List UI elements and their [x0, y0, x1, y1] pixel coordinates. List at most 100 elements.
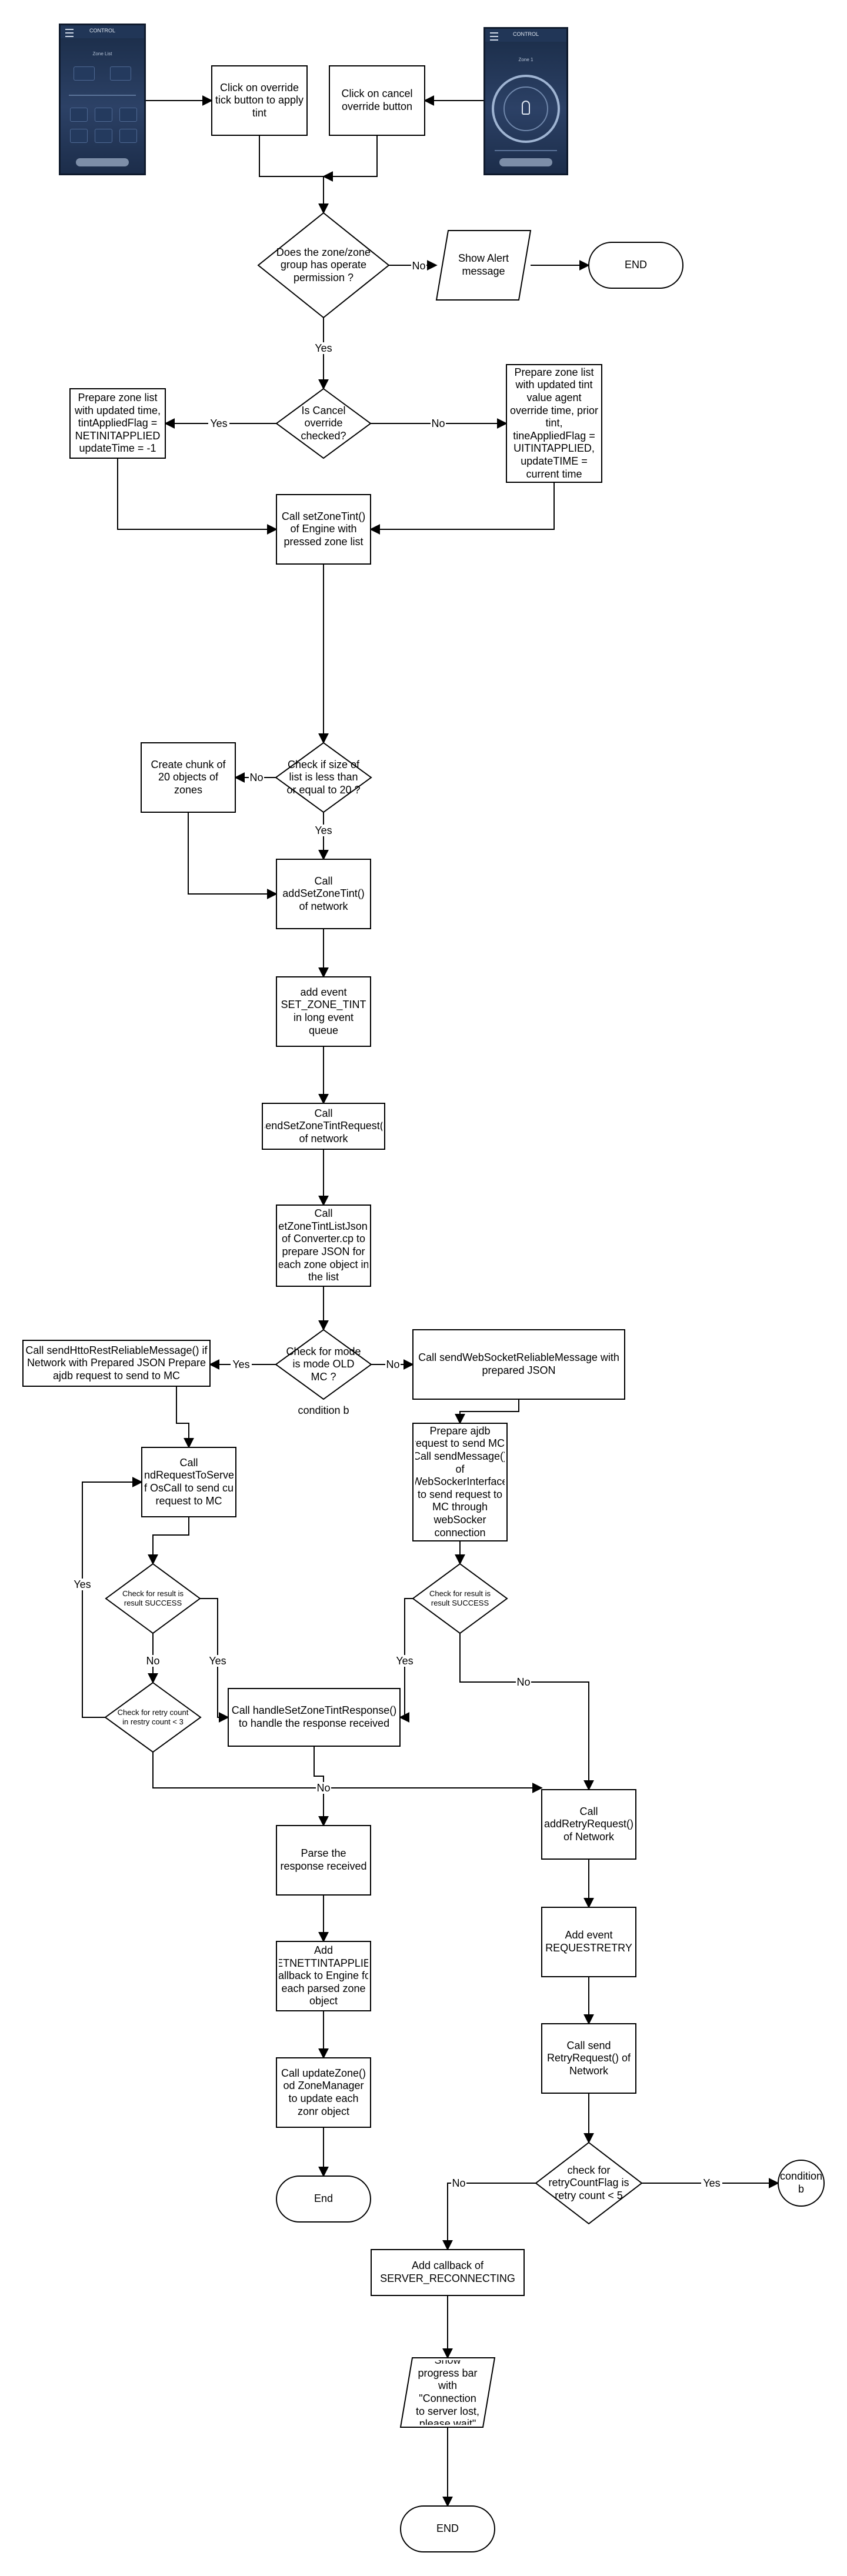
zone-tile — [95, 108, 112, 122]
edge-label-no: No — [249, 772, 263, 783]
node-q-retry-flag: check for retryCountFlag is retry count … — [548, 2164, 629, 2201]
divider — [69, 95, 136, 96]
zone-tile — [70, 108, 88, 122]
node-shape-add-set-zone-tint — [276, 859, 371, 929]
node-q-success-left: Check for result is result SUCCESS — [122, 1589, 184, 1607]
screenshot-title: CONTROL — [512, 31, 539, 37]
node-server-reconnecting: Add callback of SERVER_RECONNECTING — [380, 2260, 515, 2284]
edge-label-yes: Yes — [210, 418, 227, 429]
screenshot-subtitle: Zone 1 — [518, 57, 533, 62]
edge-label-background — [701, 2177, 722, 2189]
connector-arrow — [82, 1477, 143, 1718]
edge-label-background — [394, 1655, 415, 1667]
node-shape-prep-right — [506, 364, 602, 483]
node-shape-q-mode — [275, 1329, 372, 1400]
connector-arrow — [176, 1386, 194, 1449]
node-shape-server-reconnecting — [371, 2249, 525, 2296]
node-http-reliable: Call sendHttoRestReliableMessage() if Ne… — [25, 1344, 208, 1382]
left-app-screenshot: CONTROL Zone List — [59, 24, 146, 175]
node-send-retry: Call send RetryRequest() of Network — [546, 2039, 631, 2077]
edge-label-yes: Yes — [209, 1655, 226, 1667]
edge-label-no: No — [452, 2177, 465, 2189]
edge-label-no: No — [412, 260, 425, 272]
connector-arrow — [314, 1746, 329, 1827]
node-create-chunk: Create chunk of 20 objects of zones — [151, 758, 226, 796]
zone-tile — [74, 66, 95, 81]
zone-tile — [119, 108, 137, 122]
node-shape-q-permission — [257, 212, 390, 319]
node-shape-ws-prepare — [412, 1423, 508, 1541]
edges-layer — [82, 95, 779, 2507]
edge-label-background — [316, 1782, 331, 1794]
edge-label-yes: Yes — [703, 2177, 720, 2189]
node-shape-progress — [399, 2357, 496, 2428]
node-shape-q-size — [275, 742, 372, 813]
edge-label-background — [411, 260, 426, 272]
edge-label-no: No — [386, 1359, 399, 1370]
edge-label-background — [208, 418, 229, 429]
node-q-cancel: Is Cancel override checked? — [301, 404, 346, 442]
node-shape-q-cancel — [275, 388, 372, 459]
node-ws-prepare: Prepare ajdb request to send MC, Call se… — [415, 1426, 505, 1539]
node-shape-send-retry — [541, 2023, 636, 2094]
node-click-cancel: Click on cancel override button — [341, 88, 413, 112]
node-show-alert: Show Alert message — [458, 252, 509, 277]
node-add-retry: Call addRetryRequest() of Network — [544, 1805, 633, 1843]
screenshot-header — [61, 25, 144, 38]
node-shape-send-request — [262, 1103, 385, 1150]
edge-label-yes: Yes — [315, 342, 332, 354]
node-shape-prep-left — [69, 388, 166, 459]
edge-label-no: No — [316, 1782, 330, 1794]
override-tick-button[interactable] — [76, 158, 129, 166]
node-prep-left: Prepare zone list with updated time, tin… — [74, 392, 161, 455]
node-shape-end-3 — [400, 2505, 495, 2552]
shapes-layer — [22, 65, 825, 2552]
node-condition-b: condition b — [781, 2170, 822, 2195]
tint-dial[interactable] — [492, 75, 560, 143]
connector-arrow — [455, 1399, 519, 1424]
node-q-permission: Does the zone/zone group has operate per… — [276, 246, 371, 283]
node-shape-end-2 — [276, 2175, 371, 2223]
node-shape-update-zone — [276, 2057, 371, 2128]
edge-label-yes: Yes — [396, 1655, 413, 1667]
node-shape-add-retry — [541, 1789, 636, 1860]
node-q-retry-left: Check for retry count in restry count < … — [117, 1708, 189, 1726]
connector-arrow — [117, 458, 278, 535]
node-set-zone-tint: Call setZoneTint() of Engine with presse… — [281, 510, 366, 548]
connector-arrow — [399, 1598, 413, 1723]
node-shape-send-to-server — [141, 1447, 236, 1517]
edge-label-background — [516, 1676, 531, 1688]
connector-arrow — [148, 1517, 189, 1565]
node-shape-condition-b — [778, 2160, 825, 2207]
connector-arrow — [369, 482, 555, 535]
node-prep-right: Prepare zone list with updated tint valu… — [509, 367, 599, 480]
node-q-size: Check if size of list is less than or eq… — [286, 758, 361, 796]
edge-label-background — [385, 1359, 401, 1370]
edge-label-background — [145, 1655, 161, 1667]
cancel-override-button[interactable] — [499, 158, 552, 166]
screenshot-title: CONTROL — [89, 28, 115, 34]
screenshot-subtitle: Zone List — [92, 51, 112, 56]
connector-arrow — [442, 2183, 536, 2251]
edge-label-background — [72, 1579, 93, 1590]
node-shape-handle-response — [228, 1688, 401, 1747]
zone-tile — [70, 129, 88, 143]
node-shape-click-override — [211, 65, 308, 136]
screenshot-header — [485, 29, 566, 42]
edge-label-yes: Yes — [74, 1579, 91, 1590]
node-shape-q-retry-left — [104, 1681, 202, 1753]
node-shape-add-event — [276, 976, 371, 1047]
edge-label-yes: Yes — [232, 1359, 249, 1370]
edge-label-background — [313, 825, 334, 836]
node-shape-http-reliable — [22, 1340, 211, 1387]
zone-tile — [95, 129, 112, 143]
node-send-to-server: Call sendRequestToServer() of OsCall to … — [144, 1456, 234, 1507]
node-shape-add-callback — [276, 1941, 371, 2011]
node-shape-q-retry-flag — [535, 2141, 643, 2225]
edge-label-background — [231, 1359, 252, 1370]
right-app-screenshot: CONTROL Zone 1 — [483, 27, 568, 175]
node-add-callback: Add SETNETTINTAPPLIED callback to Engine… — [279, 1944, 368, 2007]
node-add-event: add event SET_ZONE_TINT in long event qu… — [281, 986, 366, 1036]
menu-icon — [65, 29, 74, 37]
